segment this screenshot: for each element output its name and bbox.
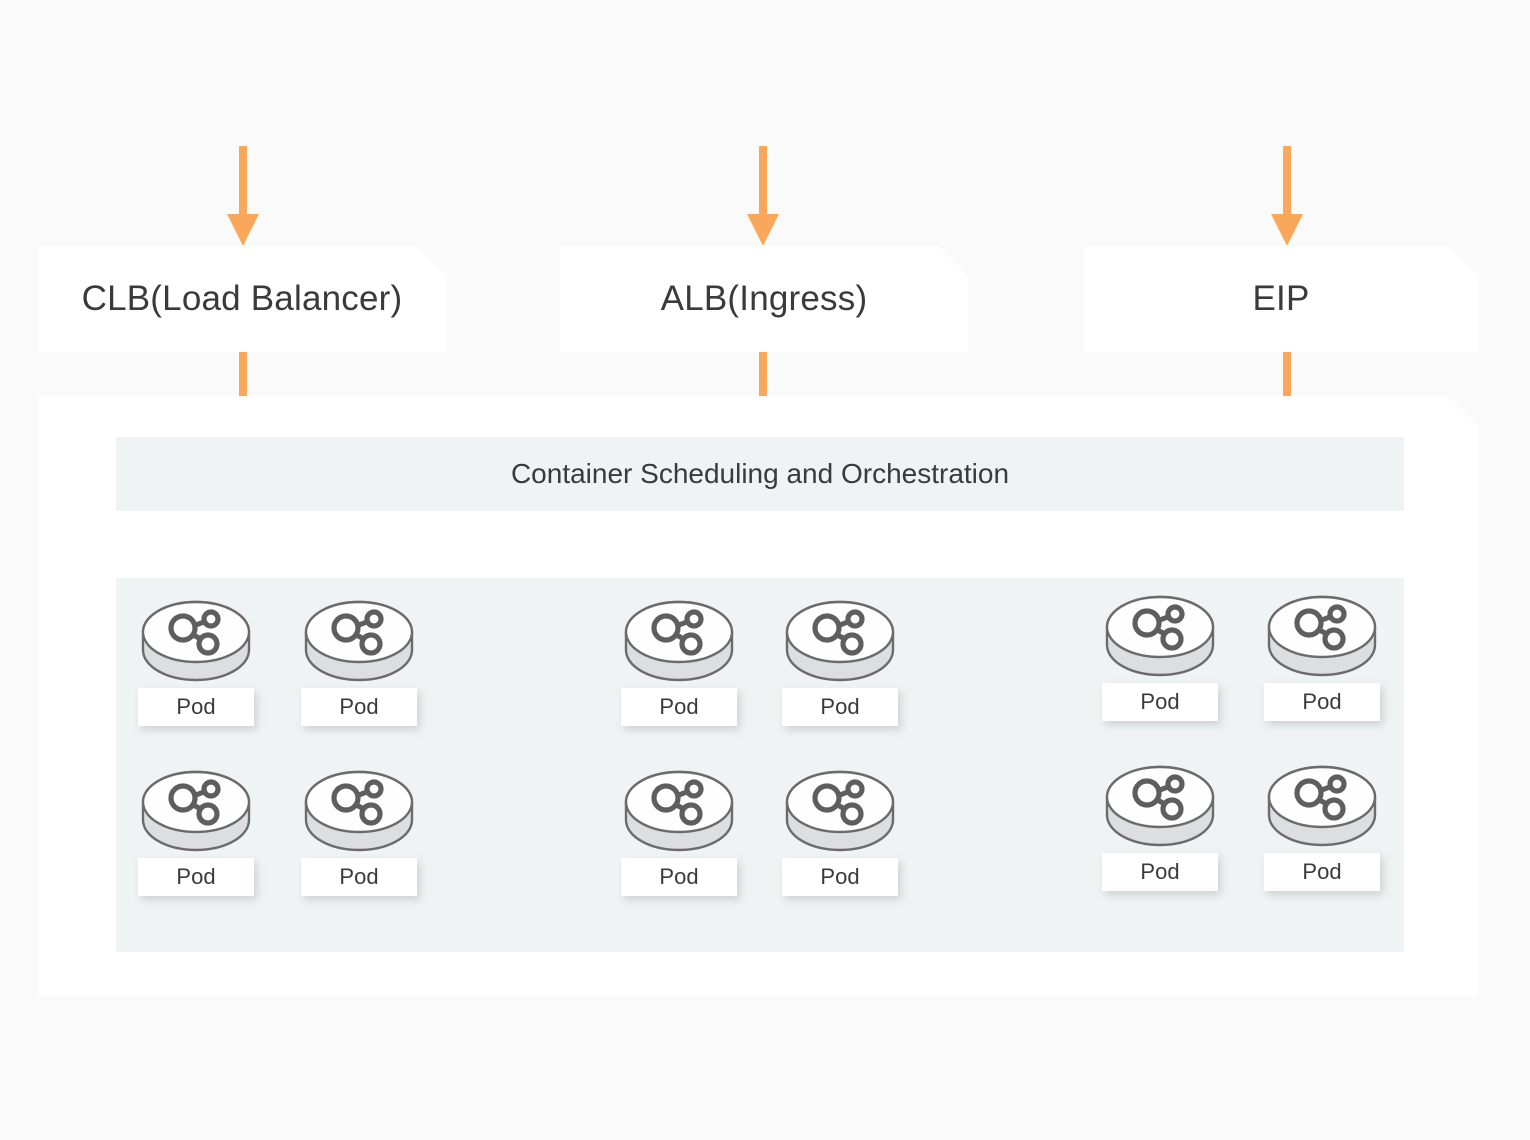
pod-share-node-icon [624,600,734,682]
pod-node[interactable]: Pod [619,600,739,726]
pod-label: Pod [820,694,860,719]
pod-cylinder [1104,595,1216,689]
source-box-clb-label: CLB(Load Balancer) [81,279,403,318]
pod-label: Pod [176,694,216,719]
pod-node[interactable]: Pod [1262,765,1382,891]
pod-label-box: Pod [1264,683,1380,721]
pod-label-box: Pod [301,858,417,896]
pod-share-node-icon [1267,765,1377,847]
pod-label: Pod [659,694,699,719]
pod-cylinder [784,600,896,694]
orchestration-label: Container Scheduling and Orchestration [510,458,1010,489]
pod-label: Pod [339,694,379,719]
pod-label-box: Pod [782,688,898,726]
pod-node[interactable]: Pod [299,600,419,726]
pod-cylinder [140,600,252,694]
pod-label-box: Pod [301,688,417,726]
pod-share-node-icon [1105,765,1215,847]
pod-node[interactable]: Pod [619,770,739,896]
pod-share-node-icon [1105,595,1215,677]
pod-share-node-icon [304,770,414,852]
source-box-eip[interactable]: EIP [1084,246,1478,352]
arrow-inbound-eip [1271,146,1303,246]
pod-label: Pod [1140,689,1180,714]
pod-node[interactable]: Pod [1100,595,1220,721]
pod-cylinder [1266,765,1378,859]
pod-cylinder [1266,595,1378,689]
pod-cylinder [784,770,896,864]
arrow-inbound-alb [747,146,779,246]
pod-label-box: Pod [1102,683,1218,721]
pod-cylinder [623,600,735,694]
source-box-alb[interactable]: ALB(Ingress) [560,246,968,352]
arrow-inbound-clb [227,146,259,246]
pod-share-node-icon [304,600,414,682]
pod-cylinder [303,770,415,864]
pod-label-box: Pod [621,858,737,896]
pod-cylinder [623,770,735,864]
pod-label: Pod [1140,859,1180,884]
pod-node[interactable]: Pod [299,770,419,896]
pod-label-box: Pod [782,858,898,896]
source-box-alb-label: ALB(Ingress) [660,279,868,318]
pod-cylinder [1104,765,1216,859]
pod-node[interactable]: Pod [136,770,256,896]
pod-node[interactable]: Pod [780,770,900,896]
pod-share-node-icon [141,600,251,682]
pod-label: Pod [1302,689,1342,714]
pod-share-node-icon [624,770,734,852]
pod-label: Pod [820,864,860,889]
pod-cylinder [303,600,415,694]
pod-share-node-icon [1267,595,1377,677]
source-box-clb[interactable]: CLB(Load Balancer) [38,246,446,352]
pod-share-node-icon [141,770,251,852]
pod-label-box: Pod [1102,853,1218,891]
source-box-eip-label: EIP [1252,279,1310,318]
pod-label: Pod [659,864,699,889]
orchestration-band: Container Scheduling and Orchestration [116,437,1404,511]
pod-label: Pod [339,864,379,889]
pod-label-box: Pod [1264,853,1380,891]
pod-node[interactable]: Pod [780,600,900,726]
pod-label-box: Pod [138,858,254,896]
pod-node[interactable]: Pod [136,600,256,726]
pod-node[interactable]: Pod [1100,765,1220,891]
pod-share-node-icon [785,600,895,682]
pod-label: Pod [1302,859,1342,884]
pod-label-box: Pod [621,688,737,726]
pod-share-node-icon [785,770,895,852]
pod-label: Pod [176,864,216,889]
pod-cylinder [140,770,252,864]
pod-node[interactable]: Pod [1262,595,1382,721]
pod-label-box: Pod [138,688,254,726]
